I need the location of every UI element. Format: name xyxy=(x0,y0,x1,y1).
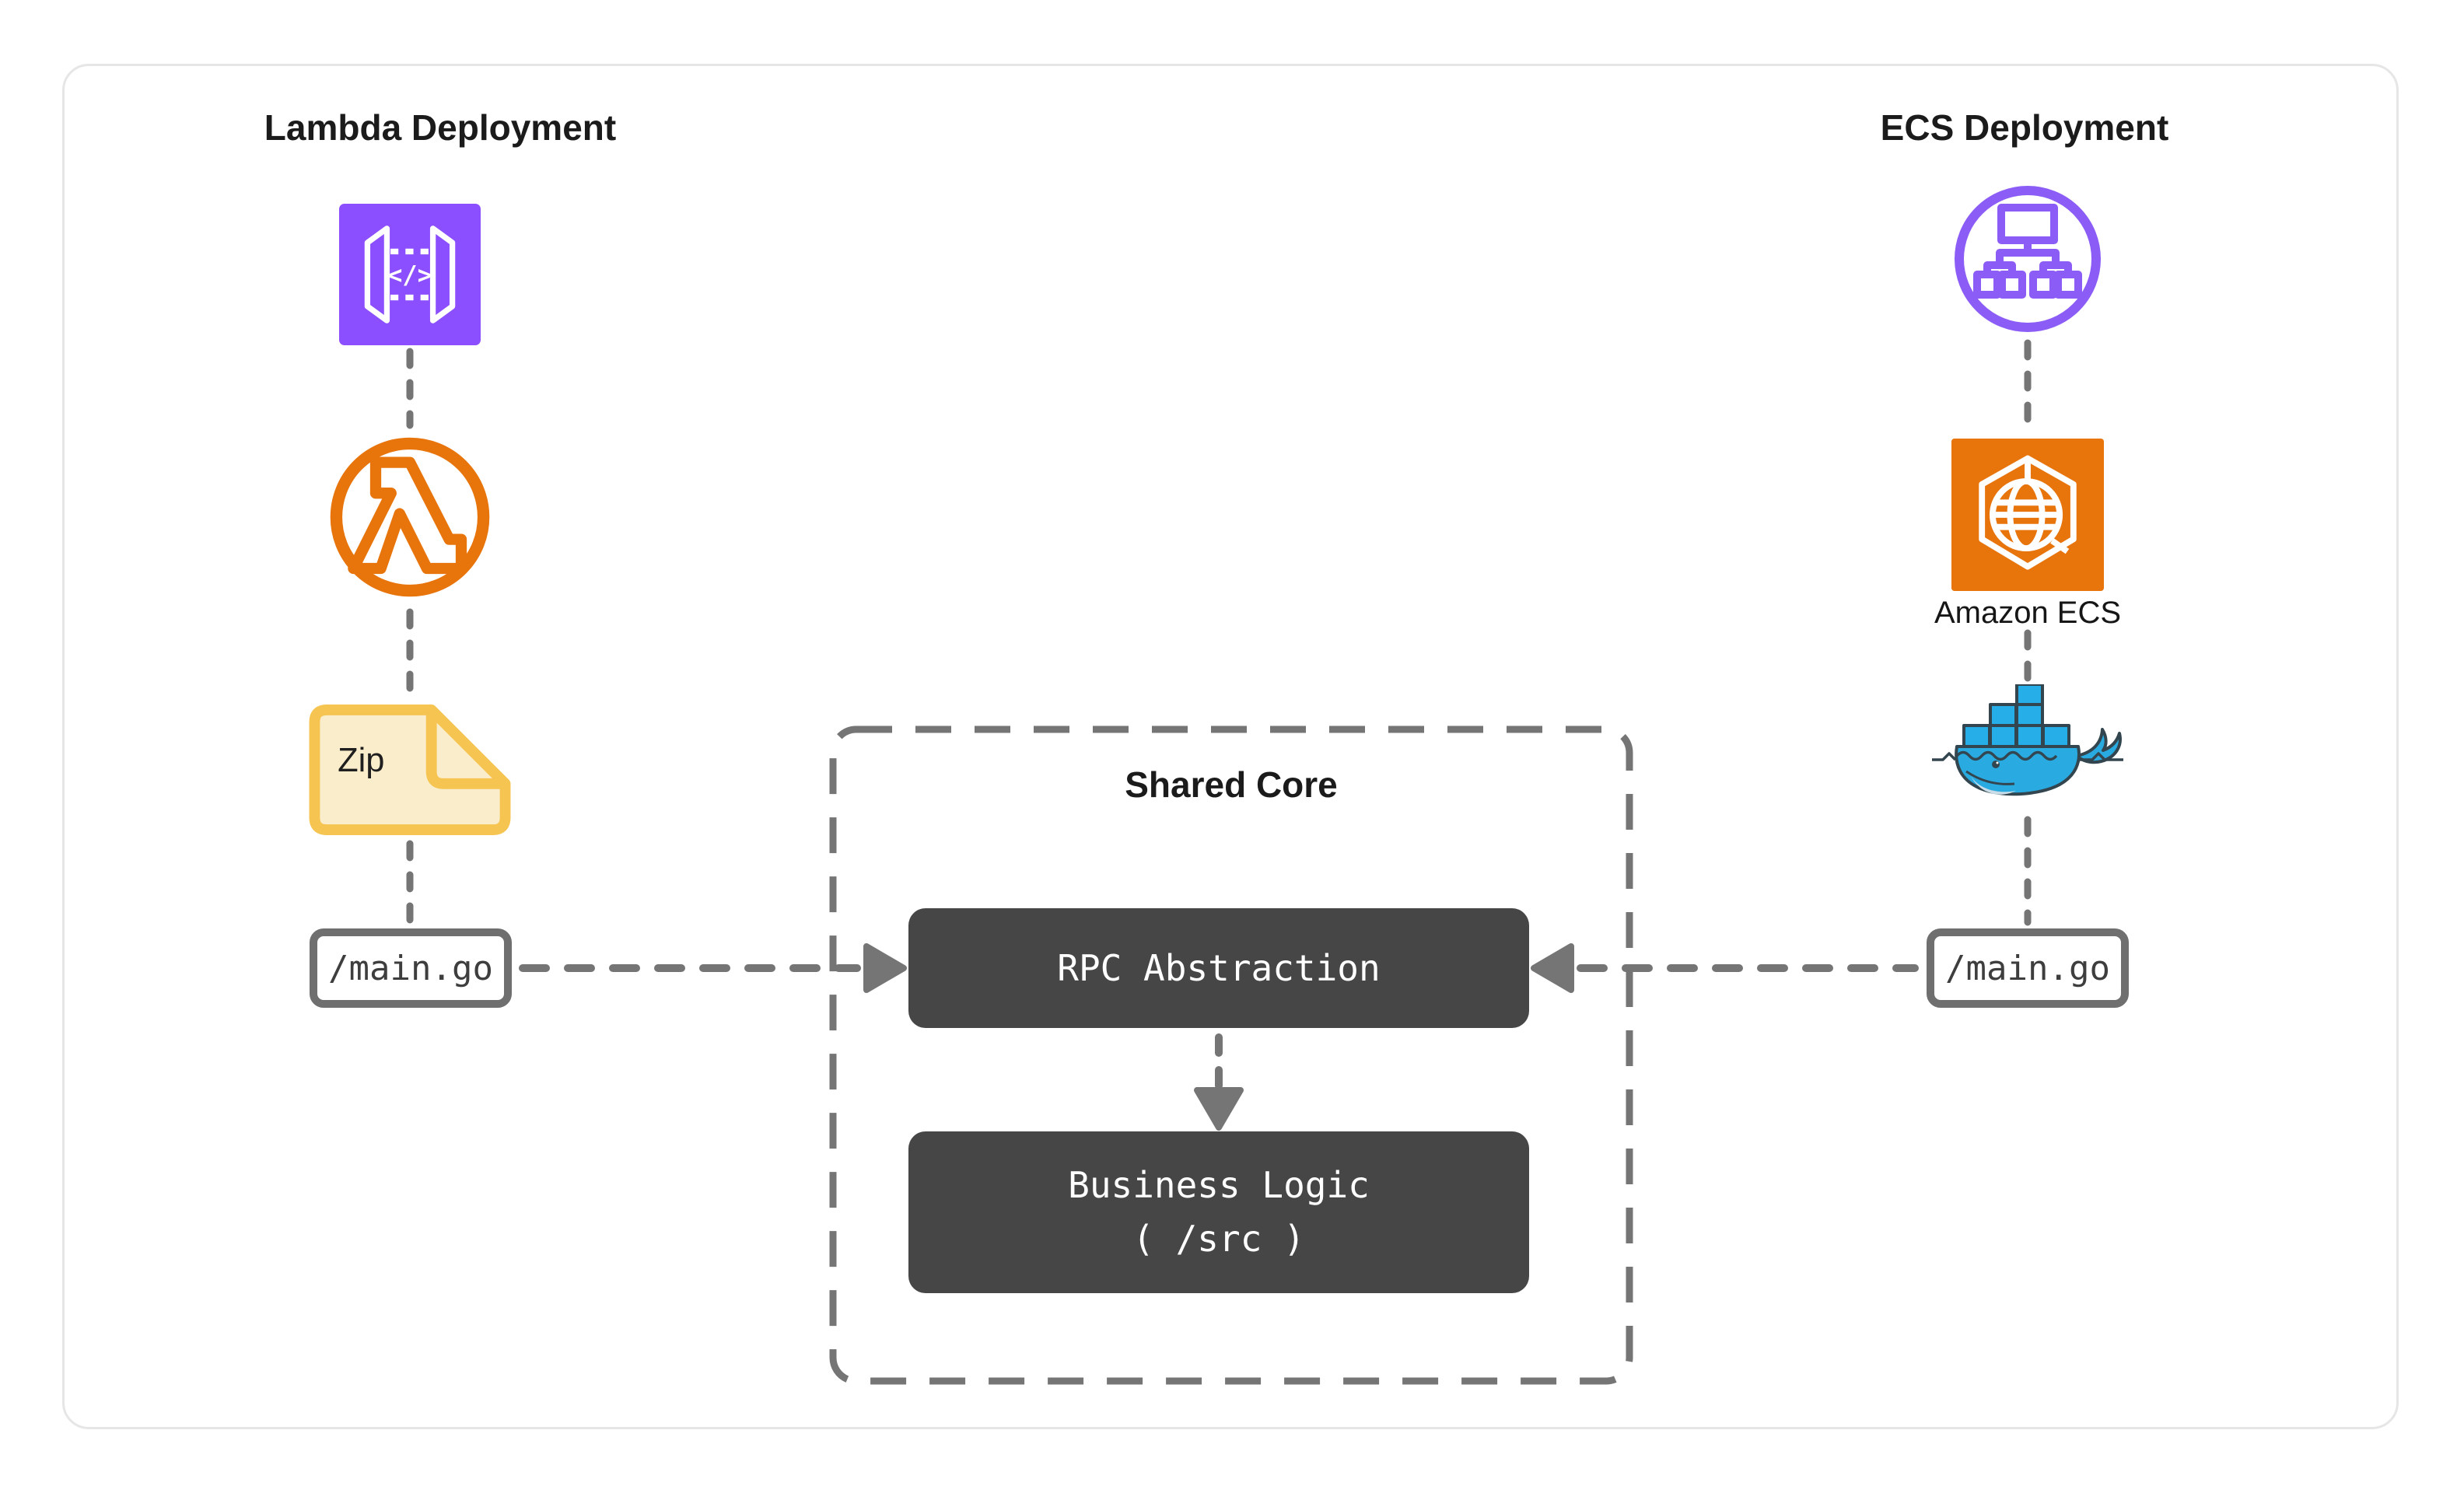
lambda-icon xyxy=(330,437,490,597)
lambda-maingo-label: /main.go xyxy=(328,948,493,988)
zip-label: Zip xyxy=(338,742,384,779)
amazon-ecs-icon xyxy=(1951,439,2104,591)
lambda-deployment-title: Lambda Deployment xyxy=(264,107,617,148)
api-gateway-glyph: </> xyxy=(387,260,432,289)
business-logic-box: Business Logic ( /src ) xyxy=(908,1131,1529,1293)
zip-file-icon: Zip xyxy=(309,704,511,836)
business-logic-src-label: ( /src ) xyxy=(1132,1218,1305,1260)
ecs-maingo-box: /main.go xyxy=(1927,928,2129,1008)
rpc-abstraction-label: RPC Abstraction xyxy=(1057,946,1381,989)
ecs-maingo-label: /main.go xyxy=(1945,948,2110,988)
business-logic-label: Business Logic xyxy=(1068,1164,1370,1206)
ecs-deployment-title: ECS Deployment xyxy=(1880,107,2169,148)
lambda-maingo-box: /main.go xyxy=(310,928,512,1008)
api-gateway-icon: </> xyxy=(339,204,481,345)
amazon-ecs-label: Amazon ECS xyxy=(1934,596,2122,630)
shared-core-title: Shared Core xyxy=(1125,764,1338,805)
ecs-cluster-icon xyxy=(1955,186,2101,332)
rpc-abstraction-box: RPC Abstraction xyxy=(908,908,1529,1028)
docker-whale-icon xyxy=(1932,684,2123,796)
